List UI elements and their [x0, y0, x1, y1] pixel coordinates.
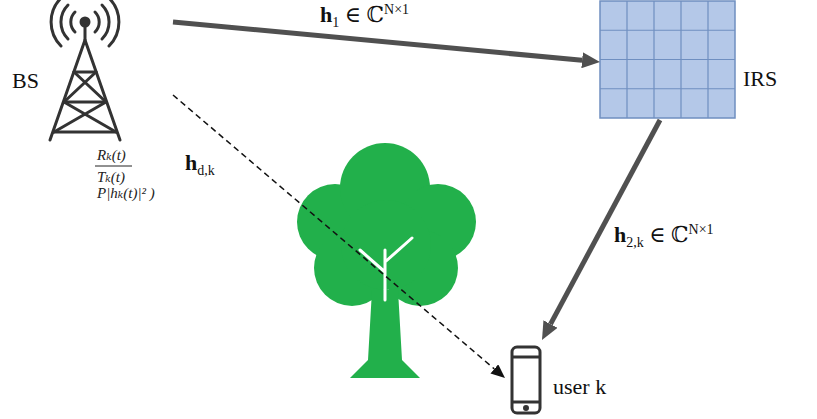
channel-label: h2,k ∈ ℂN×1 [612, 222, 716, 248]
subscript: 1 [332, 15, 339, 30]
node-label: user k [553, 374, 606, 400]
channel-label: hd,k [183, 150, 217, 176]
channel-label: h1 ∈ ℂN×1 [318, 2, 411, 28]
formula-fragment: P|hₖ(t)|² ) [97, 184, 155, 202]
direct-link-arrow [173, 95, 494, 369]
subscript: d,k [197, 163, 215, 178]
user-device: user k [505, 340, 630, 418]
tower-icon [50, 0, 120, 140]
formula-fragment: Tₖ(t) [97, 168, 125, 186]
fraction-bar [95, 166, 132, 167]
superscript: N×1 [384, 2, 409, 17]
vector-symbol: h [320, 2, 332, 27]
formula-fragment: Rₖ(t) [97, 146, 126, 164]
vector-symbol: h [614, 222, 626, 247]
tree-branches [360, 238, 412, 300]
irs-surface [600, 1, 735, 118]
phone-icon [512, 347, 540, 413]
set-symbol: ∈ ℂ [339, 2, 384, 27]
node-label: BS [12, 68, 39, 94]
subscript: 2,k [626, 235, 644, 250]
superscript: N×1 [689, 222, 714, 237]
irs-panel: IRS [600, 0, 795, 120]
base-station: BS [8, 0, 173, 145]
node-label: IRS [743, 66, 777, 92]
tree-obstacle [297, 143, 476, 378]
set-symbol: ∈ ℂ [644, 222, 689, 247]
vector-symbol: h [185, 150, 197, 175]
